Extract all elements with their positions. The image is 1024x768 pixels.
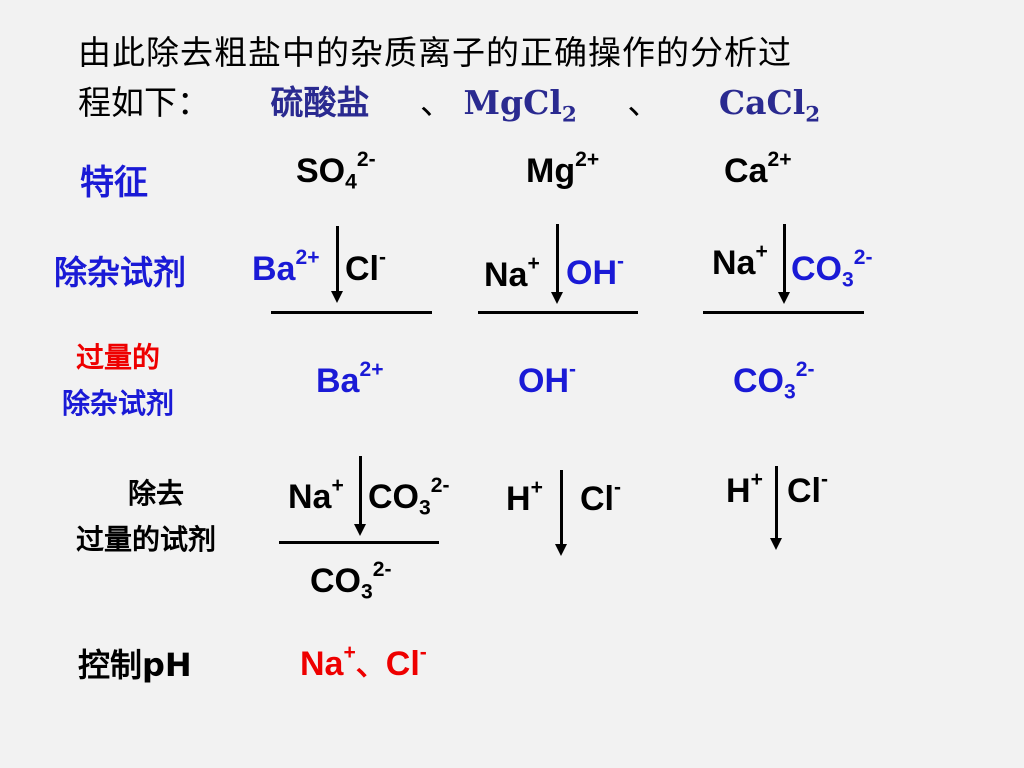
reagent-na-2: Na+ <box>712 240 768 282</box>
intro-line1: 由此除去粗盐中的杂质离子的正确操作的分析过 <box>78 33 792 72</box>
line-bacl <box>271 311 432 314</box>
final-ions: Na+、Cl- <box>300 641 427 683</box>
intro-mgcl: MgCl2 <box>463 83 577 128</box>
line-removal <box>279 541 439 544</box>
reagent-co3: CO32- <box>791 246 873 292</box>
label-ph: 控制pH <box>78 646 192 684</box>
removal-co3-result: CO32- <box>310 558 392 604</box>
removal-cl-2: Cl- <box>787 468 829 510</box>
line-naoh <box>478 311 638 314</box>
removal-co3: CO32- <box>368 474 450 520</box>
removal-na: Na+ <box>288 474 344 516</box>
intro-sulfate: 硫酸盐 <box>270 83 370 122</box>
reagent-oh: OH- <box>566 250 625 292</box>
excess-co3: CO32- <box>733 358 815 404</box>
line-naco3 <box>703 311 864 314</box>
intro-sep2: 、 <box>627 83 661 122</box>
removal-h-1: H+ <box>506 476 543 518</box>
label-excess-line2: 除杂试剂 <box>62 387 175 420</box>
label-remove-line1: 除去 <box>128 477 185 510</box>
removal-cl-1: Cl- <box>580 476 622 518</box>
intro-line2: 程如下： 硫酸盐 、 MgCl2 、 CaCl2 <box>78 76 820 128</box>
reagent-cl: Cl- <box>345 246 387 288</box>
feature-ca: Ca2+ <box>724 148 792 190</box>
intro-prefix: 程如下： <box>78 83 210 122</box>
intro-sep1: 、 <box>420 83 453 122</box>
label-feature: 特征 <box>80 163 148 203</box>
label-remove-line2: 过量的试剂 <box>76 523 217 556</box>
removal-h-2: H+ <box>726 468 763 510</box>
reagent-ba: Ba2+ <box>252 246 320 288</box>
excess-ba: Ba2+ <box>316 358 384 400</box>
label-reagent: 除杂试剂 <box>54 253 186 292</box>
feature-so4: SO42- <box>296 148 376 194</box>
label-excess-line1: 过量的 <box>76 341 161 374</box>
reagent-na-1: Na+ <box>484 252 540 294</box>
excess-oh: OH- <box>518 358 577 400</box>
intro-cacl: CaCl2 <box>718 83 821 128</box>
feature-mg: Mg2+ <box>526 148 600 190</box>
